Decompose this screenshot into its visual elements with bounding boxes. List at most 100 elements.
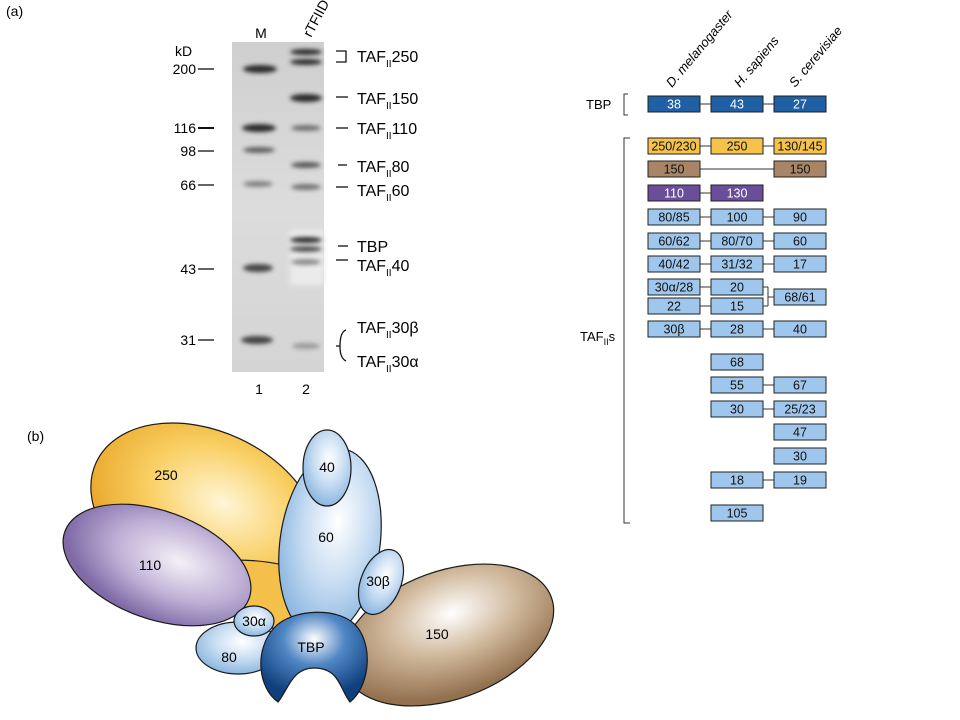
rtfiid-band-tbp-b bbox=[290, 246, 322, 252]
subunit-label-110: 110 bbox=[139, 557, 162, 573]
taf-homolog-cell-10-2-label: 67 bbox=[793, 379, 807, 393]
tbp-homolog-cell-2-label: 27 bbox=[793, 98, 807, 112]
taf-homolog-cell-14-2: 19 bbox=[773, 471, 827, 489]
taf-homolog-cell-3-1-label: 100 bbox=[727, 211, 748, 225]
taf-homolog-cell-5-1-label: 31/32 bbox=[721, 258, 752, 272]
rtfiid-lane-bands bbox=[290, 49, 322, 349]
subunit-110-shape bbox=[62, 503, 252, 627]
taf-homolog-cell-3-2-label: 90 bbox=[793, 211, 807, 225]
subunit-label-30beta: 30β bbox=[366, 573, 390, 589]
taf-homolog-cell-11-2-label: 25/23 bbox=[784, 403, 815, 417]
band-label-tbp: TBP bbox=[357, 239, 388, 256]
taf-homolog-cell-11-2: 25/23 bbox=[773, 400, 827, 418]
taf-homolog-cell-4-0-label: 60/62 bbox=[658, 235, 689, 249]
tfiid-model bbox=[62, 422, 555, 707]
gel-image bbox=[232, 42, 324, 372]
tafs-row-label: TAFIIs bbox=[580, 329, 616, 347]
marker-label-116: 116 bbox=[174, 120, 197, 136]
taf-homolog-cell-13-2: 30 bbox=[773, 447, 827, 465]
tbp-homolog-cell-2: 27 bbox=[773, 95, 827, 113]
marker-band-200 bbox=[243, 65, 277, 73]
taf-homolog-cell-10-1-label: 55 bbox=[730, 379, 744, 393]
lane-number-2: 2 bbox=[302, 381, 310, 397]
taf-homolog-cell-8-1-label: 28 bbox=[730, 323, 744, 337]
taf-homolog-cell-5-0-label: 40/42 bbox=[658, 258, 689, 272]
taf-homolog-cell-5-2-label: 17 bbox=[793, 258, 807, 272]
taf-homolog-cell-15-1: 105 bbox=[710, 504, 764, 522]
subunit-label-30alpha: 30α bbox=[242, 613, 266, 629]
subunit-tbp-shape bbox=[260, 611, 368, 703]
taf-homolog-cell-6-2: 68/61 bbox=[773, 288, 827, 306]
band-label-ticks bbox=[336, 50, 348, 362]
subunit-label-tbp: TBP bbox=[297, 639, 324, 655]
taf-homolog-cell-1-2-label: 150 bbox=[790, 163, 811, 177]
tbp-homolog-cell-1-label: 43 bbox=[730, 98, 744, 112]
band-label-taf60: TAFII60 bbox=[357, 183, 409, 204]
panel-b-label: (b) bbox=[27, 428, 44, 444]
band-label-taf30alpha: TAFII30α bbox=[357, 354, 419, 375]
taf-homolog-cell-4-0: 60/62 bbox=[647, 232, 701, 250]
marker-label-31: 31 bbox=[180, 332, 196, 348]
band-labels: TAFII250 TAFII150 TAFII110 TAFII80 TAFII… bbox=[357, 49, 419, 375]
taf-homolog-cell-10-2: 67 bbox=[773, 376, 827, 394]
marker-label-98: 98 bbox=[180, 143, 196, 159]
rtfiid-band-40 bbox=[291, 259, 321, 265]
taf-homolog-cell-0-1: 250 bbox=[710, 137, 764, 155]
marker-label-200: 200 bbox=[173, 61, 197, 77]
subunit-label-80: 80 bbox=[221, 649, 237, 665]
panel-a-label: (a) bbox=[6, 3, 23, 19]
tfiid-model-labels: 250 110 40 60 30β 30α 80 TBP 150 bbox=[139, 459, 449, 665]
taf-homolog-cell-2-0-label: 110 bbox=[664, 187, 684, 201]
taf-homolog-cell-8-0-label: 30β bbox=[663, 323, 684, 337]
taf-homolog-cell-13-2-label: 30 bbox=[793, 450, 807, 464]
subunit-30alpha-shape bbox=[233, 605, 275, 637]
taf-homolog-cell-0-0-label: 250/230 bbox=[651, 140, 696, 154]
tbp-homolog-cell-1: 43 bbox=[710, 95, 764, 113]
subunit-label-250: 250 bbox=[154, 467, 178, 483]
lane-header-marker: M bbox=[255, 25, 267, 41]
marker-lane-bands bbox=[241, 65, 277, 344]
taf-homolog-cell-12-2: 47 bbox=[773, 423, 827, 441]
taf-homolog-cell-8-2: 40 bbox=[773, 320, 827, 338]
rtfiid-band-250b bbox=[290, 59, 322, 65]
marker-band-98 bbox=[243, 147, 275, 153]
taf-homolog-cell-2-1: 130 bbox=[710, 184, 764, 202]
taf-homolog-cell-3-0-label: 80/85 bbox=[658, 211, 689, 225]
subunit-40-shape bbox=[302, 429, 352, 507]
rtfiid-band-80 bbox=[291, 162, 321, 168]
taf-homolog-cell-6-2-label: 68/61 bbox=[784, 291, 815, 305]
marker-band-43 bbox=[243, 264, 273, 272]
band-label-taf40: TAFII40 bbox=[357, 258, 409, 279]
taf-homolog-cell-8-1: 28 bbox=[710, 320, 764, 338]
lane-number-1: 1 bbox=[255, 381, 263, 397]
kd-unit-label: kD bbox=[175, 43, 192, 59]
rtfiid-band-110 bbox=[291, 125, 321, 131]
rtfiid-band-60 bbox=[291, 184, 321, 190]
taf-homolog-cell-1-0-label: 150 bbox=[664, 163, 685, 177]
tafs-bracket bbox=[623, 137, 630, 524]
taf-homolog-cell-3-0: 80/85 bbox=[647, 208, 701, 226]
taf-homolog-cell-1-0: 150 bbox=[647, 160, 701, 178]
taf-homolog-cell-14-1: 18 bbox=[710, 471, 764, 489]
subunit-30beta-shape bbox=[357, 548, 405, 616]
marker-label-43: 43 bbox=[180, 261, 196, 277]
taf-homolog-cell-14-2-label: 19 bbox=[793, 474, 807, 488]
marker-ticks bbox=[198, 68, 214, 341]
rtfiid-band-150 bbox=[290, 94, 322, 102]
taf-homolog-cell-14-1-label: 18 bbox=[730, 474, 744, 488]
rtfiid-band-30 bbox=[292, 343, 320, 349]
band-label-taf30beta: TAFII30β bbox=[357, 320, 419, 341]
taf-homolog-cell-4-1: 80/70 bbox=[710, 232, 764, 250]
taf-homolog-cell-3-2: 90 bbox=[773, 208, 827, 226]
subunit-label-150: 150 bbox=[425, 626, 449, 642]
band-label-taf80: TAFII80 bbox=[357, 159, 409, 180]
taf-homolog-cell-8-0: 30β bbox=[647, 320, 701, 338]
taf-homolog-cell-4-1-label: 80/70 bbox=[721, 235, 752, 249]
lane-header-rtfiid: rTFIID bbox=[300, 0, 333, 39]
taf-homolog-cell-11-1-label: 30 bbox=[730, 403, 744, 417]
taf-homolog-cell-3-1: 100 bbox=[710, 208, 764, 226]
band-label-taf110: TAFII110 bbox=[357, 121, 417, 142]
tbp-bracket bbox=[623, 93, 628, 116]
taf-homolog-cell-5-2: 17 bbox=[773, 255, 827, 273]
